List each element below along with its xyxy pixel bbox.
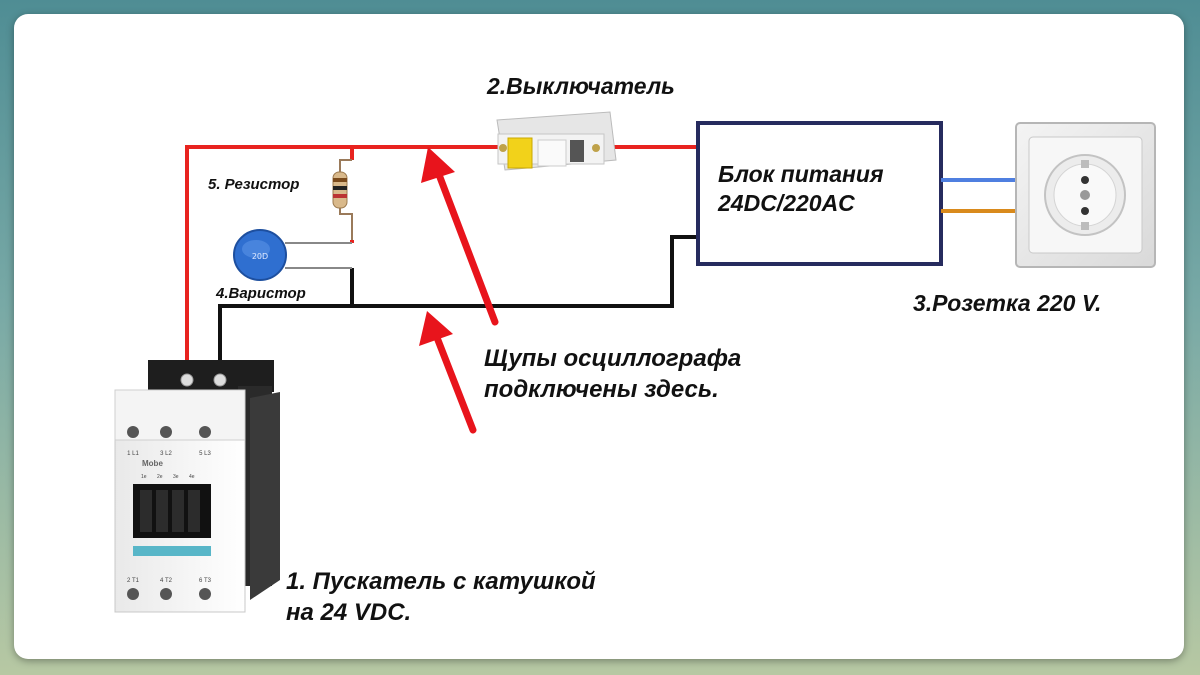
probes-note-line1: Щупы осциллографа <box>484 345 742 372</box>
contactor-note: 1. Пускатель с катушкой на 24 VDC. <box>286 566 596 628</box>
power-supply-label: Блок питания 24DC/220AC <box>718 160 884 218</box>
contactor-note-line2: на 24 VDC. <box>286 599 412 626</box>
contactor-note-line1: 1. Пускатель с катушкой <box>286 568 596 595</box>
resistor-label: 5. Резистор <box>208 176 300 193</box>
contactor: 1 L1 3 L2 5 L3 Mobe 2 T1 4 T2 6 T3 <box>114 360 280 613</box>
contactor-aux-mark: 3e <box>173 474 179 480</box>
resistor <box>332 159 354 243</box>
contactor-terminal-l2: 3 L2 <box>160 451 172 457</box>
contactor-terminal-t2: 4 T2 <box>160 578 173 584</box>
contactor-aux-mark: 1e <box>141 474 147 480</box>
varistor-label: 4.Варистор <box>216 285 306 302</box>
switch-label: 2.Выключатель <box>487 73 675 99</box>
contactor-aux-mark: 2e <box>157 474 163 480</box>
probes-note-line2: подключены здесь. <box>484 376 719 403</box>
contactor-terminal-t3: 6 T3 <box>199 578 212 584</box>
contactor-aux-mark: 4e <box>189 474 195 480</box>
wall-socket <box>1015 122 1156 268</box>
power-supply-rating: 24DC/220AC <box>718 190 855 216</box>
power-supply-title: Блок питания <box>718 161 884 187</box>
power-supply-box <box>696 121 943 266</box>
contactor-brand: Mobe <box>142 459 163 468</box>
contactor-terminal-l1: 1 L1 <box>127 451 139 457</box>
probes-note: Щупы осциллографа подключены здесь. <box>484 343 741 405</box>
circuit-breaker <box>496 111 617 171</box>
socket-label: 3.Розетка 220 V. <box>913 290 1102 316</box>
varistor: 20D <box>233 229 352 281</box>
svg-text:20D: 20D <box>252 252 268 261</box>
probe-arrow-lower <box>419 311 477 434</box>
contactor-terminal-l3: 5 L3 <box>199 451 211 457</box>
contactor-terminal-t1: 2 T1 <box>127 578 140 584</box>
neutral-wire <box>218 235 698 378</box>
probe-arrow-upper <box>421 147 499 326</box>
